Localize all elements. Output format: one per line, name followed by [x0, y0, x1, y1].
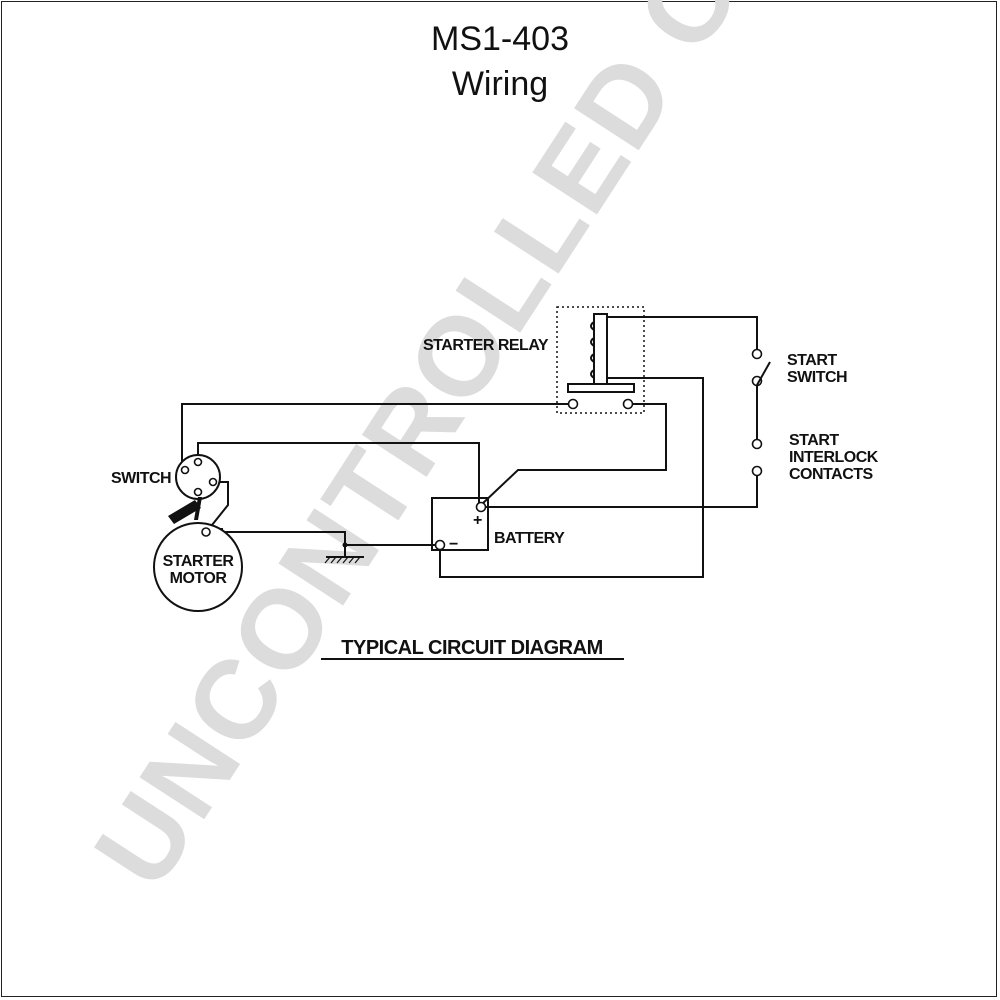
relay-coil-winding — [590, 321, 595, 379]
page-subtitle: Wiring — [451, 65, 549, 103]
relay-terminal-right — [622, 398, 634, 410]
battery-label: BATTERY — [494, 530, 565, 547]
solenoid-switch — [168, 454, 221, 524]
relay-contact-bar — [567, 383, 635, 393]
starter-motor-label-line1: STARTER — [163, 553, 235, 570]
relay-terminal-left — [567, 398, 579, 410]
watermark: UNCONTROLLED COPY — [70, 0, 895, 908]
starter-relay — [556, 306, 645, 414]
battery-negative-terminal — [434, 539, 446, 551]
interlock-label-line3: CONTACTS — [789, 466, 874, 483]
start-switch — [751, 348, 771, 387]
interlock-label-line2: INTERLOCK — [789, 449, 879, 466]
diagram-caption: TYPICAL CIRCUIT DIAGRAM — [341, 637, 602, 659]
battery-minus-sign: − — [449, 536, 458, 553]
battery-plus-sign: + — [473, 512, 482, 529]
interlock-label-line1: START — [789, 432, 839, 449]
battery-positive-terminal — [475, 501, 487, 513]
starter-motor-label-line2: MOTOR — [170, 570, 228, 587]
start-switch-label-line1: START — [787, 352, 837, 369]
page-title: MS1-403 — [431, 20, 569, 58]
start-switch-label-line2: SWITCH — [787, 369, 847, 386]
relay-coil-core — [593, 313, 608, 385]
switch-label: SWITCH — [111, 470, 171, 487]
start-interlock-contacts — [751, 438, 763, 477]
relay-enclosure — [556, 306, 645, 414]
starter-relay-label: STARTER RELAY — [423, 337, 549, 354]
starter-motor — [153, 522, 243, 612]
battery — [431, 497, 489, 551]
